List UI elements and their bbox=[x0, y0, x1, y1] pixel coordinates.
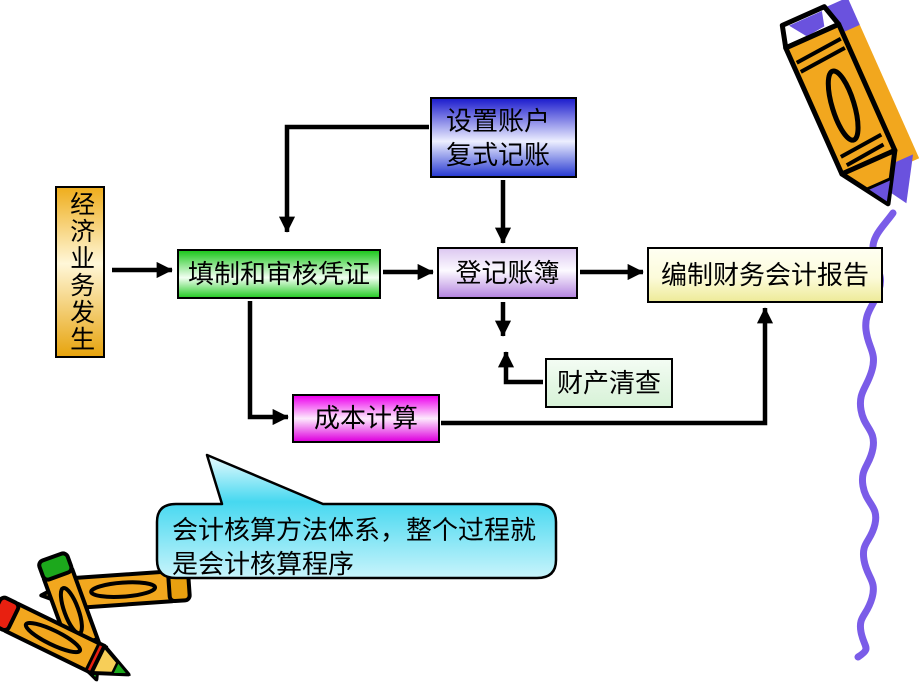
arrow-setup-to-vouchers bbox=[278, 124, 429, 233]
speech-bubble-shape bbox=[155, 453, 558, 580]
node-setup-accounts-label: 设置账户 复式记账 bbox=[446, 104, 550, 172]
node-register-ledgers: 登记账簿 bbox=[437, 247, 578, 299]
node-prepare-reports-label: 编制财务会计报告 bbox=[660, 259, 869, 290]
arrow-costing-to-reports bbox=[441, 307, 774, 426]
node-property-inventory: 财产清查 bbox=[545, 358, 673, 408]
arrow-inventory-to-ledgers bbox=[497, 351, 543, 385]
callout-text: 会计核算方法体系，整个过程就是会计核算程序 bbox=[172, 515, 537, 579]
node-cost-calculation-label: 成本计算 bbox=[313, 403, 418, 434]
node-economic-event: 经济业务发生 bbox=[55, 186, 105, 358]
node-fill-audit-vouchers: 填制和审核凭证 bbox=[177, 249, 381, 299]
node-register-ledgers-label: 登记账簿 bbox=[455, 257, 560, 288]
arrow-vouchers-to-costing bbox=[247, 301, 289, 426]
node-prepare-reports: 编制财务会计报告 bbox=[647, 247, 883, 303]
node-setup-accounts: 设置账户 复式记账 bbox=[430, 97, 577, 178]
node-cost-calculation: 成本计算 bbox=[292, 394, 440, 443]
node-setup-accounts-line2: 复式记账 bbox=[446, 139, 551, 170]
node-fill-audit-vouchers-label: 填制和审核凭证 bbox=[187, 258, 370, 289]
crayon-icon bbox=[779, 0, 920, 207]
node-economic-event-label: 经济业务发生 bbox=[66, 191, 95, 353]
node-setup-accounts-line1: 设置账户 bbox=[446, 105, 551, 136]
node-property-inventory-label: 财产清查 bbox=[556, 367, 661, 398]
